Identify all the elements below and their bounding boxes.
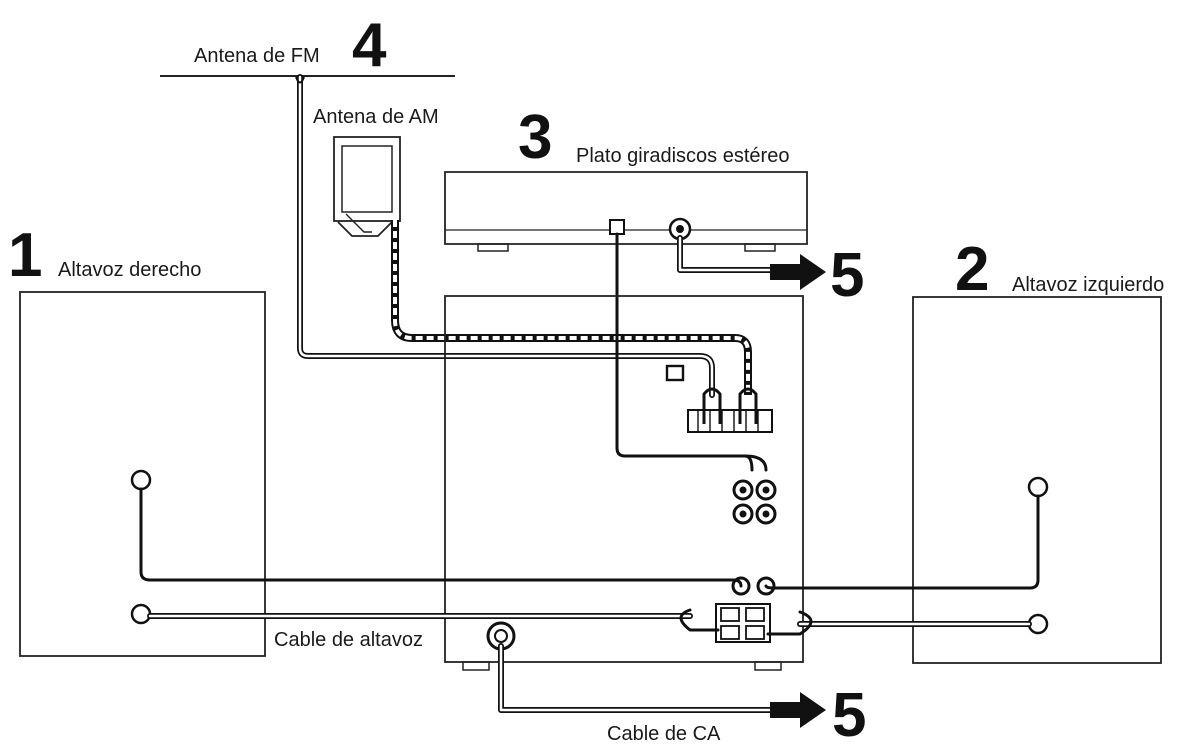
fm-antenna: [160, 74, 715, 398]
turntable-label: Plato giradiscos estéreo: [576, 145, 789, 167]
left-speaker: [912, 296, 1162, 664]
step-1-number: 1: [8, 221, 42, 290]
step-2-number: 2: [955, 235, 989, 304]
speaker-cable-label: Cable de altavoz: [274, 629, 423, 651]
am-antenna-label: Antena de AM: [313, 106, 439, 128]
step-5-turntable-number: 5: [830, 241, 864, 310]
am-loop-antenna: [333, 136, 752, 395]
ac-cable-label: Cable de CA: [607, 723, 721, 745]
right-speaker: [19, 291, 266, 657]
left-speaker-label: Altavoz izquierdo: [1012, 274, 1164, 296]
step-3-number: 3: [518, 103, 552, 172]
right-speaker-label: Altavoz derecho: [58, 259, 201, 281]
fm-antenna-label: Antena de FM: [194, 45, 320, 67]
main-unit: [444, 295, 804, 671]
step-5-ac-number: 5: [832, 681, 866, 748]
arrow-icon: [770, 254, 826, 290]
turntable: [444, 171, 808, 252]
step-4-number: 4: [352, 11, 387, 80]
arrow-icon: [770, 692, 826, 728]
